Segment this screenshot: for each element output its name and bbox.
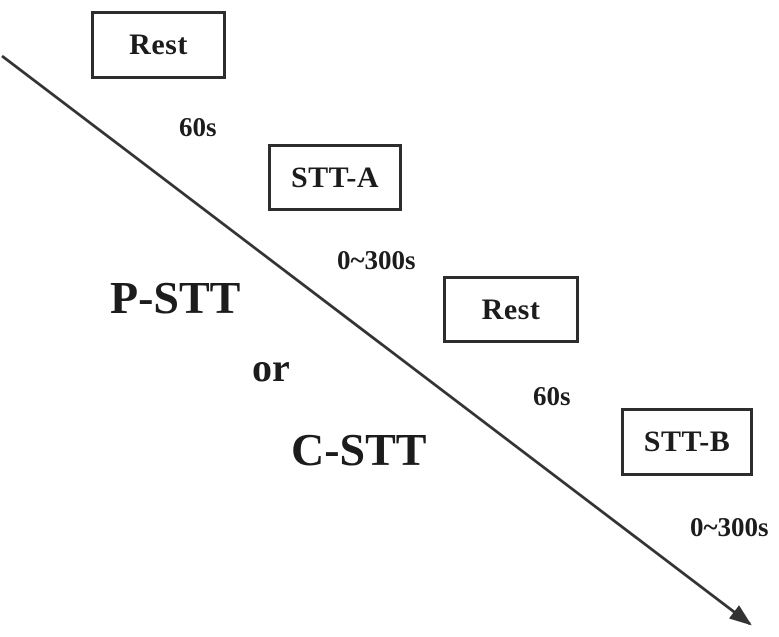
duration-label-rest-2: 60s: [533, 381, 571, 411]
duration-label-stt-b: 0~300s: [690, 512, 769, 542]
stage-box-stt-b: STT-B: [621, 408, 753, 476]
condition-label-pstt: P-STT: [110, 272, 241, 323]
stage-box-stt-a: STT-A: [268, 144, 402, 211]
stage-box-rest-1-label: Rest: [129, 28, 188, 61]
stage-box-rest-2-label: Rest: [481, 292, 541, 326]
stage-box-rest-1: Rest: [91, 11, 226, 79]
condition-or-label: or: [252, 345, 290, 390]
duration-label-rest-1: 60s: [179, 112, 217, 142]
stage-box-rest-2: Rest: [443, 276, 579, 343]
duration-label-stt-a: 0~300s: [337, 245, 416, 275]
timeline-arrow-line: [1, 54, 752, 626]
stage-box-stt-b-label: STT-B: [643, 425, 731, 458]
condition-label-cstt: C-STT: [291, 424, 427, 475]
stage-box-stt-a-label: STT-A: [290, 160, 380, 194]
